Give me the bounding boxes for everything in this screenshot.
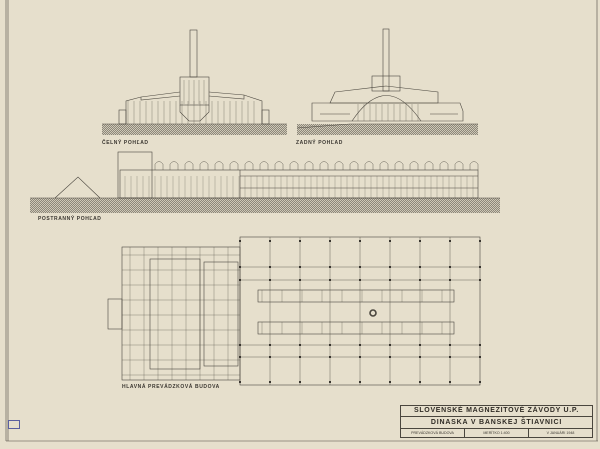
column-marker <box>329 356 331 358</box>
column-marker <box>449 266 451 268</box>
archive-stamp <box>8 420 20 429</box>
roof-arch <box>334 161 344 170</box>
column-marker <box>419 344 421 346</box>
column-marker <box>359 381 361 383</box>
column-marker <box>239 381 241 383</box>
roof-arch <box>259 161 269 170</box>
column-marker <box>239 266 241 268</box>
column-marker <box>299 381 301 383</box>
roof-arch <box>154 161 164 170</box>
sheet-border <box>5 0 598 442</box>
column-marker <box>329 279 331 281</box>
column-marker <box>419 240 421 242</box>
column-marker <box>329 240 331 242</box>
column-marker <box>449 356 451 358</box>
column-marker <box>449 381 451 383</box>
column-marker <box>449 240 451 242</box>
roof-arch <box>304 161 314 170</box>
roof-arch <box>289 161 299 170</box>
column-marker <box>359 344 361 346</box>
drawing-detail <box>122 80 481 385</box>
column-marker <box>299 266 301 268</box>
plan-label: HLAVNÁ PREVÁDZKOVÁ BUDOVA <box>122 384 220 390</box>
roof-arch <box>394 161 404 170</box>
front-elevation <box>102 29 287 135</box>
column-marker <box>359 266 361 268</box>
column-marker <box>479 344 481 346</box>
side-view-label: POSTRANNÝ POHĽAD <box>38 216 102 222</box>
column-marker <box>419 381 421 383</box>
column-marker <box>479 266 481 268</box>
project-name: DINASKA V BANSKEJ ŠTIAVNICI <box>401 417 592 429</box>
front-view-label: ČELNÝ POHĽAD <box>102 140 149 146</box>
column-marker <box>389 240 391 242</box>
roof-arch <box>199 161 209 170</box>
scale: MERÍTKO 1:400 <box>465 429 529 438</box>
rear-elevation <box>296 28 478 135</box>
column-marker <box>479 240 481 242</box>
column-marker <box>479 356 481 358</box>
column-marker <box>269 279 271 281</box>
column-marker <box>239 356 241 358</box>
column-marker <box>389 279 391 281</box>
roof-arch <box>274 161 284 170</box>
column-marker <box>329 344 331 346</box>
roof-arch <box>349 161 359 170</box>
column-marker <box>269 344 271 346</box>
roof-arch <box>454 161 464 170</box>
roof-arch <box>184 161 194 170</box>
column-marker <box>389 266 391 268</box>
column-marker <box>299 344 301 346</box>
roof-arch <box>439 161 449 170</box>
roof-arch <box>244 161 254 170</box>
column-marker <box>359 356 361 358</box>
column-marker <box>419 279 421 281</box>
column-marker <box>239 279 241 281</box>
floor-plan <box>107 236 481 386</box>
roof-arch <box>379 161 389 170</box>
company-name: SLOVENSKÉ MAGNEZITOVÉ ZÁVODY U.P. <box>401 406 592 417</box>
roof-arch <box>424 161 434 170</box>
column-marker <box>269 381 271 383</box>
column-marker <box>479 279 481 281</box>
column-marker <box>299 356 301 358</box>
roof-arch <box>169 161 179 170</box>
column-marker <box>479 381 481 383</box>
column-marker <box>419 266 421 268</box>
title-block: SLOVENSKÉ MAGNEZITOVÉ ZÁVODY U.P. DINASK… <box>400 405 593 438</box>
column-marker <box>299 240 301 242</box>
column-marker <box>359 240 361 242</box>
column-marker <box>299 279 301 281</box>
column-marker <box>419 356 421 358</box>
rear-view-label: ZADNÝ POHĽAD <box>296 140 343 146</box>
roof-arch <box>409 161 419 170</box>
column-marker <box>389 381 391 383</box>
roof-arch <box>229 161 239 170</box>
date: V JANUÁRI 1948 <box>546 431 575 435</box>
roof-arch <box>214 161 224 170</box>
column-marker <box>449 344 451 346</box>
column-marker <box>329 381 331 383</box>
column-marker <box>239 240 241 242</box>
side-elevation <box>30 151 500 213</box>
column-marker <box>269 356 271 358</box>
roof-arch <box>364 161 374 170</box>
roof-arch <box>469 161 479 170</box>
drawing-name: PREVÁDZKOVÁ BUDOVA <box>401 429 465 438</box>
column-marker <box>329 266 331 268</box>
title-block-details: PREVÁDZKOVÁ BUDOVA MERÍTKO 1:400 V JANUÁ… <box>401 429 592 438</box>
roof-arch <box>319 161 329 170</box>
column-marker <box>269 266 271 268</box>
column-marker <box>389 344 391 346</box>
column-marker <box>359 279 361 281</box>
column-marker <box>389 356 391 358</box>
column-marker <box>269 240 271 242</box>
column-marker <box>449 279 451 281</box>
